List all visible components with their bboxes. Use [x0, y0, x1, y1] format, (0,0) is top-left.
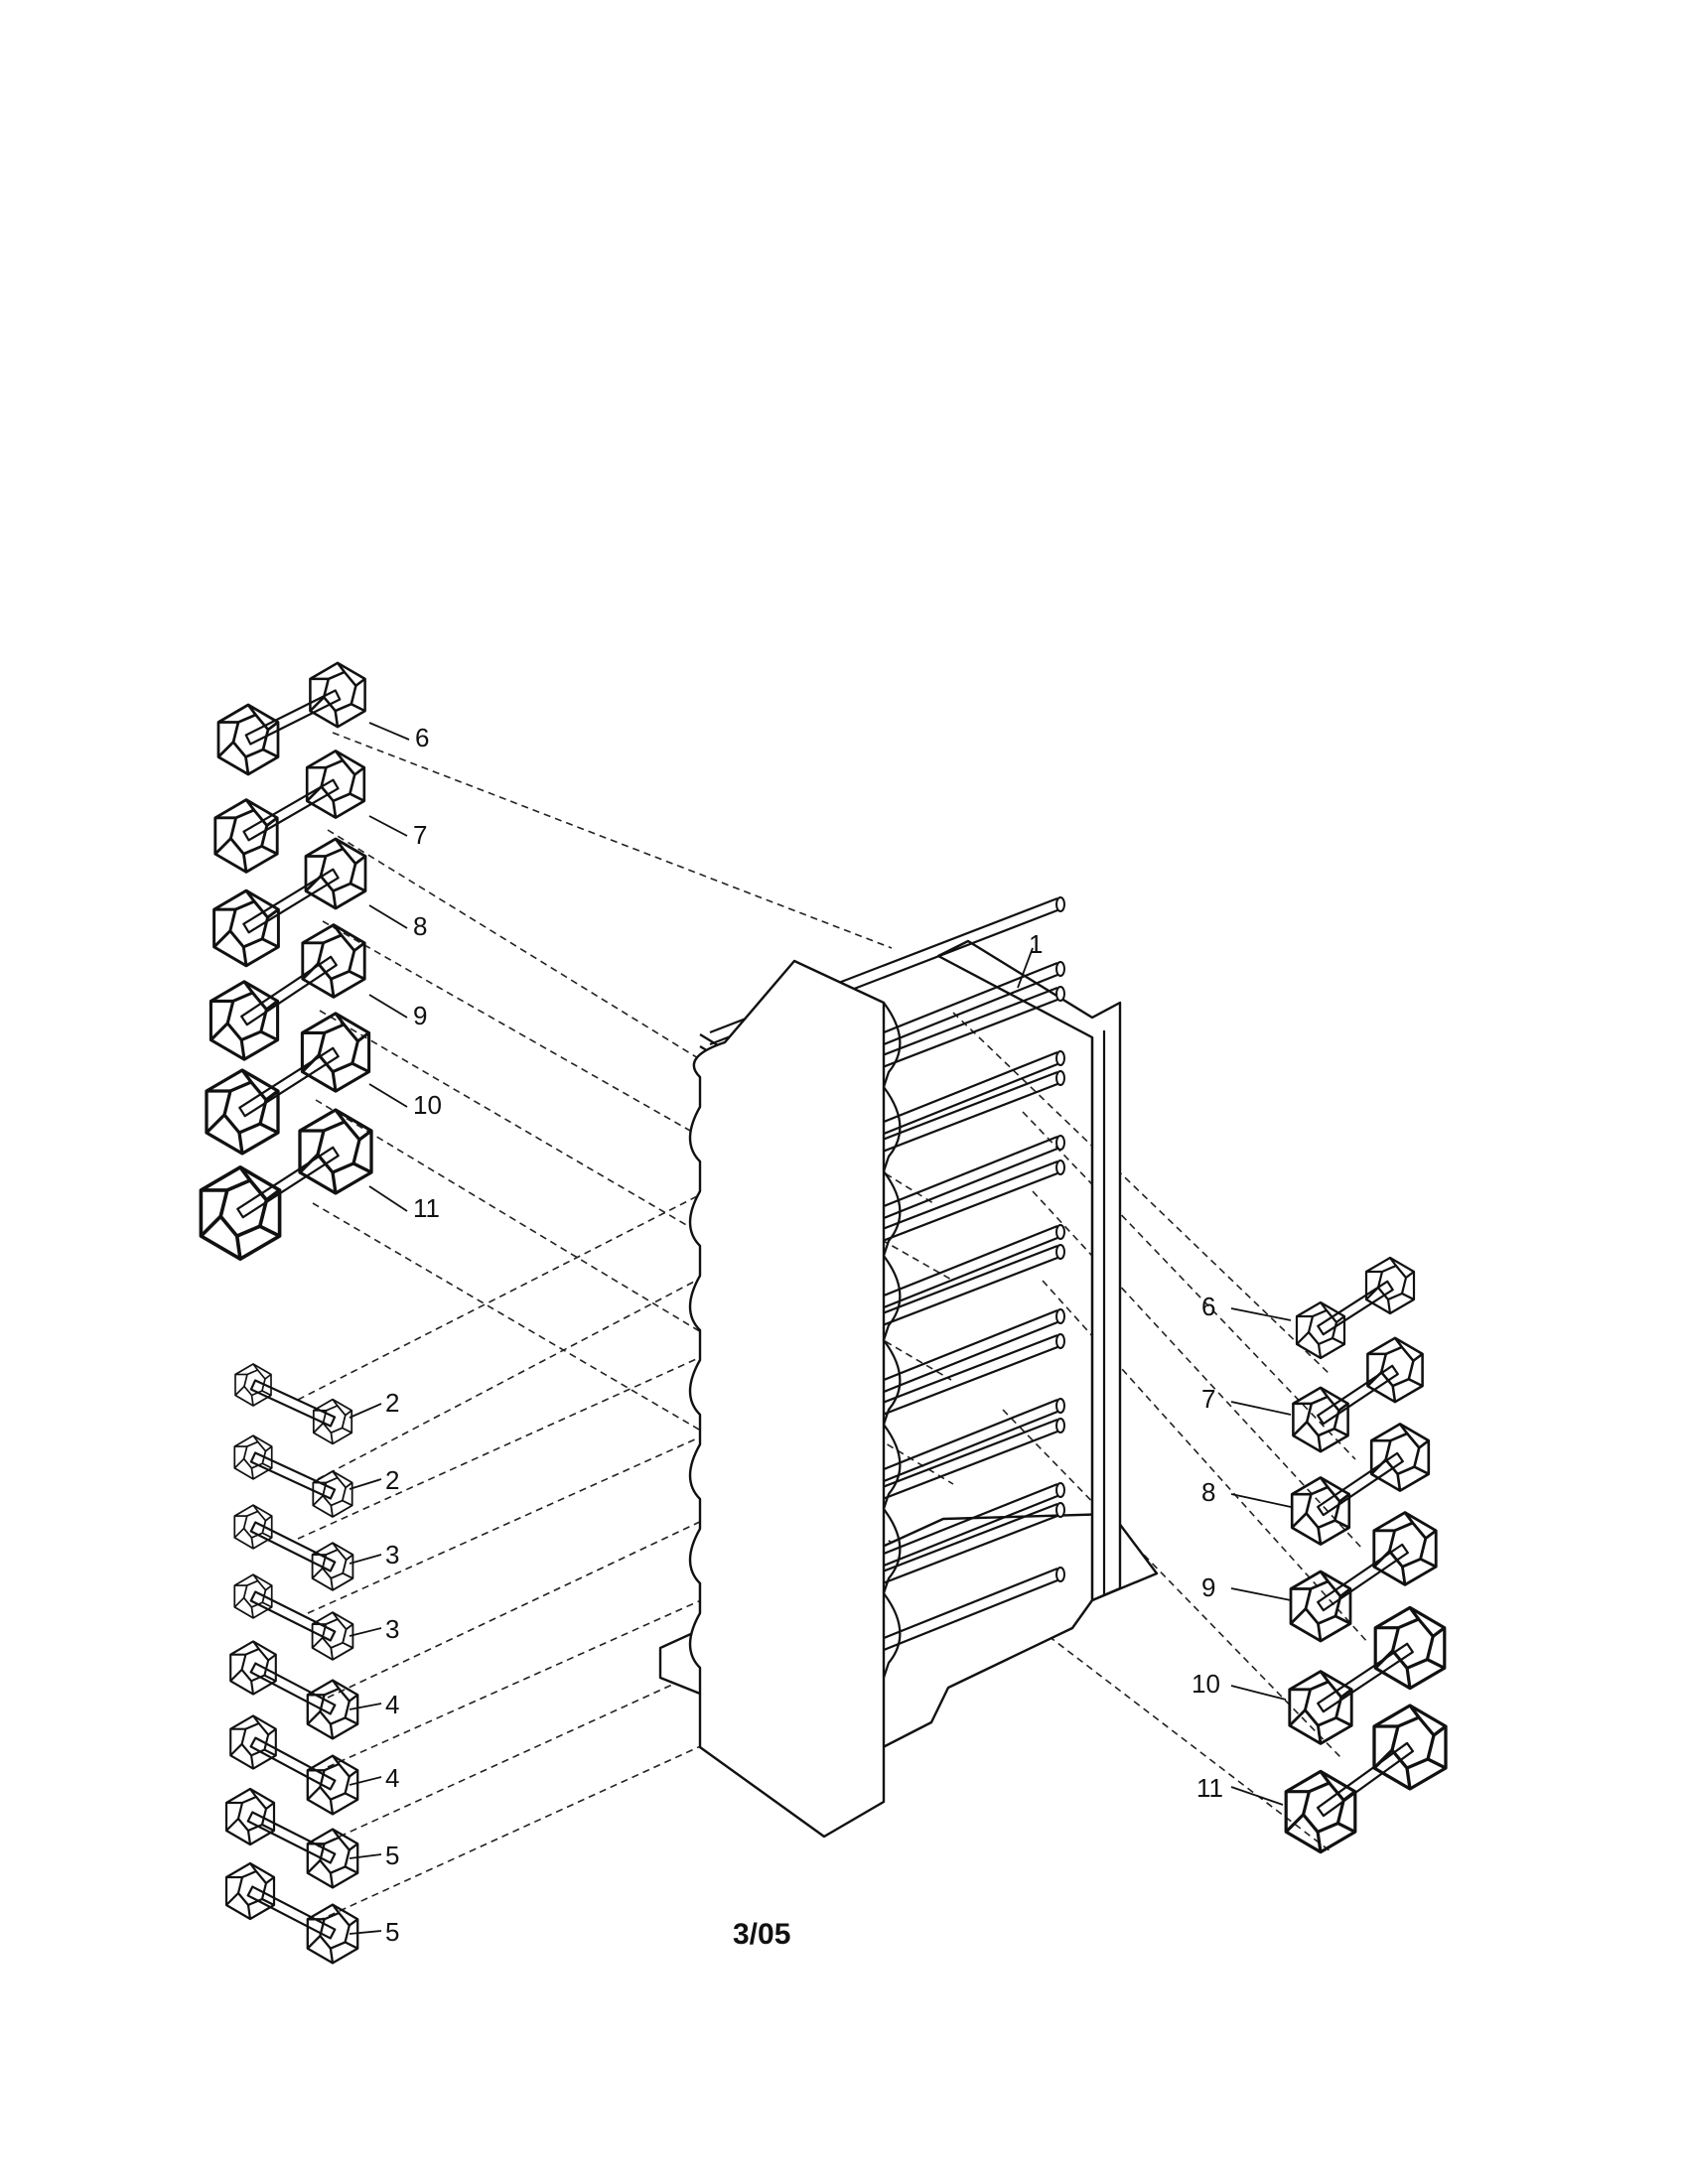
dumbbell-rack: 1	[658, 896, 1159, 1839]
dumbbell	[233, 1573, 354, 1661]
callout-leader-line	[349, 1554, 382, 1565]
dumbbell	[205, 1012, 371, 1156]
label-left-lower-4b: 4	[385, 1763, 399, 1793]
label-right-10: 10	[1192, 1669, 1220, 1699]
dumbbell	[233, 1504, 354, 1591]
dumbbell	[233, 1434, 353, 1518]
callout-leader-line	[349, 1403, 382, 1419]
callout-leader-line	[1230, 1493, 1292, 1508]
callout-leader-line	[349, 1776, 382, 1786]
label-left-upper-9: 9	[413, 1001, 427, 1030]
callout-leader-line	[1230, 1587, 1292, 1601]
label-left-lower-5b: 5	[385, 1917, 399, 1947]
rack-part-label: 1	[1029, 929, 1043, 959]
callout-leader-line	[368, 904, 408, 929]
dumbbell-group	[199, 661, 1448, 1965]
left-upper-labels: 6 7 8 9 10 11	[413, 723, 442, 1223]
callout-leader-line	[368, 994, 408, 1019]
label-left-upper-11: 11	[413, 1193, 440, 1223]
label-left-lower-4a: 4	[385, 1690, 399, 1719]
dumbbell	[229, 1714, 359, 1816]
left-lower-labels: 2 2 3 3 4 4 5 5	[385, 1388, 399, 1947]
callout-leader-line	[349, 1930, 382, 1935]
callout-leader-line	[349, 1478, 382, 1490]
dumbbell	[234, 1363, 353, 1445]
label-left-lower-3b: 3	[385, 1614, 399, 1644]
assembly-guide-lines	[297, 732, 1369, 1922]
callout-leader-line	[349, 1627, 382, 1637]
dumbbell	[229, 1640, 359, 1740]
dumbbell	[1289, 1511, 1438, 1643]
label-left-upper-7: 7	[413, 820, 427, 850]
callout-leader-line	[349, 1853, 382, 1859]
right-labels: 6 7 8 9 10 11	[1192, 1292, 1223, 1803]
callout-leader-line	[1230, 1685, 1287, 1701]
callout-leader-line	[368, 722, 410, 741]
dumbbell	[199, 1108, 373, 1262]
dumbbell	[216, 661, 366, 776]
dumbbell	[224, 1787, 359, 1889]
label-left-lower-2b: 2	[385, 1465, 399, 1495]
dumbbell	[1288, 1605, 1447, 1745]
callout-leader-line	[349, 1703, 382, 1710]
callout-leader-line	[1230, 1401, 1292, 1416]
callout-leader-line	[368, 815, 408, 837]
dumbbell	[1292, 1336, 1424, 1453]
callout-leader-line	[368, 1083, 408, 1108]
label-right-7: 7	[1201, 1384, 1215, 1414]
callout-leader-line	[1230, 1307, 1292, 1321]
rack-front-wave-edge	[882, 1002, 902, 1679]
label-right-9: 9	[1201, 1572, 1215, 1602]
label-left-lower-2a: 2	[385, 1388, 399, 1418]
callout-leader-line	[1230, 1786, 1284, 1806]
rack-front-panel	[688, 959, 886, 1839]
label-right-6: 6	[1201, 1292, 1215, 1321]
label-left-upper-10: 10	[413, 1090, 442, 1120]
label-right-11: 11	[1196, 1773, 1223, 1803]
callout-leader-line	[368, 1185, 408, 1212]
footer-code: 3/05	[733, 1918, 790, 1951]
dumbbell	[209, 923, 366, 1061]
label-left-upper-8: 8	[413, 911, 427, 941]
label-left-lower-3a: 3	[385, 1540, 399, 1570]
dumbbell	[212, 837, 367, 968]
dumbbell	[224, 1861, 359, 1965]
label-right-8: 8	[1201, 1477, 1215, 1507]
dumbbell	[1295, 1256, 1416, 1360]
dumbbell	[1290, 1423, 1431, 1546]
dumbbell	[1284, 1704, 1448, 1854]
dumbbell	[213, 750, 366, 874]
label-left-lower-5a: 5	[385, 1841, 399, 1870]
label-left-upper-6: 6	[415, 723, 429, 752]
